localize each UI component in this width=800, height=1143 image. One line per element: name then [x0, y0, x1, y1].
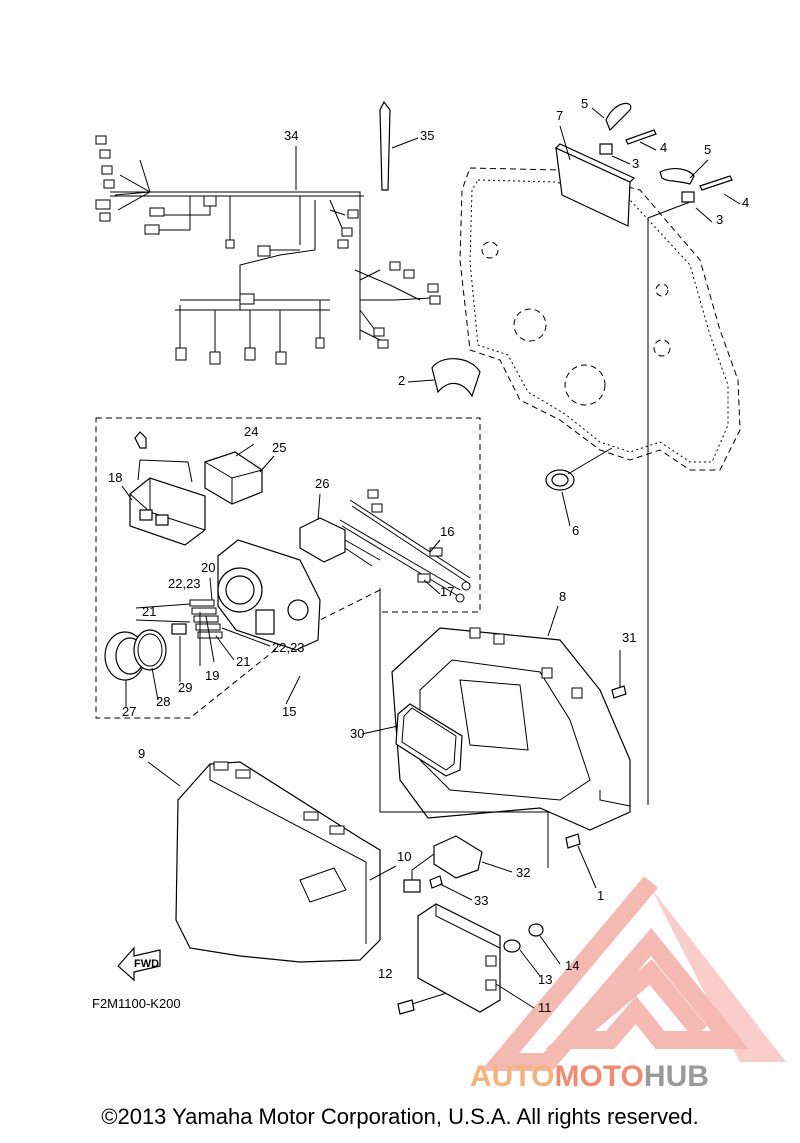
callout-c31: 31: [622, 630, 636, 645]
switch-assembly: [129, 459, 206, 546]
callout-c15: 15: [282, 704, 296, 719]
clip-assemblies: [599, 102, 733, 805]
sensor-32: [403, 835, 483, 893]
callout-c12: 12: [378, 966, 392, 981]
copyright-notice: ©2013 Yamaha Motor Corporation, U.S.A. A…: [101, 1104, 699, 1129]
module-11: [417, 903, 501, 1013]
callout-c1: 1: [597, 888, 604, 903]
part-6-grommet: [545, 447, 613, 491]
relay-unit: [134, 431, 263, 505]
callout-c35: 35: [420, 128, 434, 143]
fwd-label: FWD: [134, 958, 159, 970]
callout-c16: 16: [440, 524, 454, 539]
callout-c34: 34: [284, 128, 298, 143]
callout-c29: 29: [178, 680, 192, 695]
callout-c33: 33: [474, 893, 488, 908]
terminal-block: [171, 599, 223, 639]
box-lid-8: [379, 588, 631, 868]
callout-c8: 8: [559, 589, 566, 604]
callout-c25: 25: [272, 440, 286, 455]
cable-tie: [379, 100, 391, 191]
watermark-prefix: AUTO: [470, 1060, 554, 1093]
leader-lines: [121, 107, 741, 1009]
watermark-wordmark: AUTOMOTOHUB: [470, 1060, 709, 1093]
cap-and-ring: [104, 629, 167, 681]
callout-c18: 18: [108, 470, 122, 485]
callout-c5a: 5: [581, 96, 588, 111]
callout-c27: 27: [122, 704, 136, 719]
callout-c24: 24: [244, 424, 258, 439]
watermark-middle: MOTO: [554, 1060, 643, 1093]
forward-arrow-icon: FWD: [117, 946, 161, 982]
callout-c6: 6: [572, 523, 579, 538]
callout-c21a: 21: [142, 604, 156, 619]
housing-assembly: [217, 539, 321, 651]
callout-c30: 30: [350, 726, 364, 741]
callout-c3a: 3: [632, 156, 639, 171]
callout-c5b: 5: [704, 142, 711, 157]
callout-c17: 17: [440, 584, 454, 599]
callout-c7: 7: [556, 108, 563, 123]
callout-c2223b: 22,23: [272, 640, 305, 655]
callout-c19: 19: [205, 668, 219, 683]
callout-c4b: 4: [742, 195, 749, 210]
coupler-26: [299, 517, 381, 567]
callout-c14: 14: [565, 958, 579, 973]
callout-c4a: 4: [660, 140, 667, 155]
callout-c20: 20: [201, 560, 215, 575]
callout-c10: 10: [397, 849, 411, 864]
callout-c9: 9: [138, 746, 145, 761]
watermark-suffix: HUB: [644, 1060, 709, 1093]
watermark-logo: [480, 876, 786, 1071]
svg-text:AUTOMOTOHUB: AUTOMOTOHUB: [470, 1060, 709, 1093]
wire-harness: [95, 135, 441, 365]
callout-c2223a: 22,23: [168, 576, 201, 591]
cover-9: [175, 761, 381, 963]
callout-c3b: 3: [716, 212, 723, 227]
callout-c26: 26: [315, 476, 329, 491]
callout-c13: 13: [538, 972, 552, 987]
callout-c32: 32: [516, 865, 530, 880]
bolts: [397, 650, 627, 1015]
bracket-plate: [459, 167, 741, 471]
grommets-13-14: [503, 923, 561, 977]
cables-16-17: [339, 489, 471, 603]
part-7-block: [554, 143, 636, 227]
gasket-30: [395, 703, 463, 777]
part-2-saddle: [431, 358, 481, 398]
callout-c11: 11: [538, 1000, 552, 1015]
figure-code: F2M1100-K200: [92, 996, 181, 1011]
callout-c28: 28: [156, 694, 170, 709]
callout-c21b: 21: [236, 654, 250, 669]
callout-c2: 2: [398, 373, 405, 388]
